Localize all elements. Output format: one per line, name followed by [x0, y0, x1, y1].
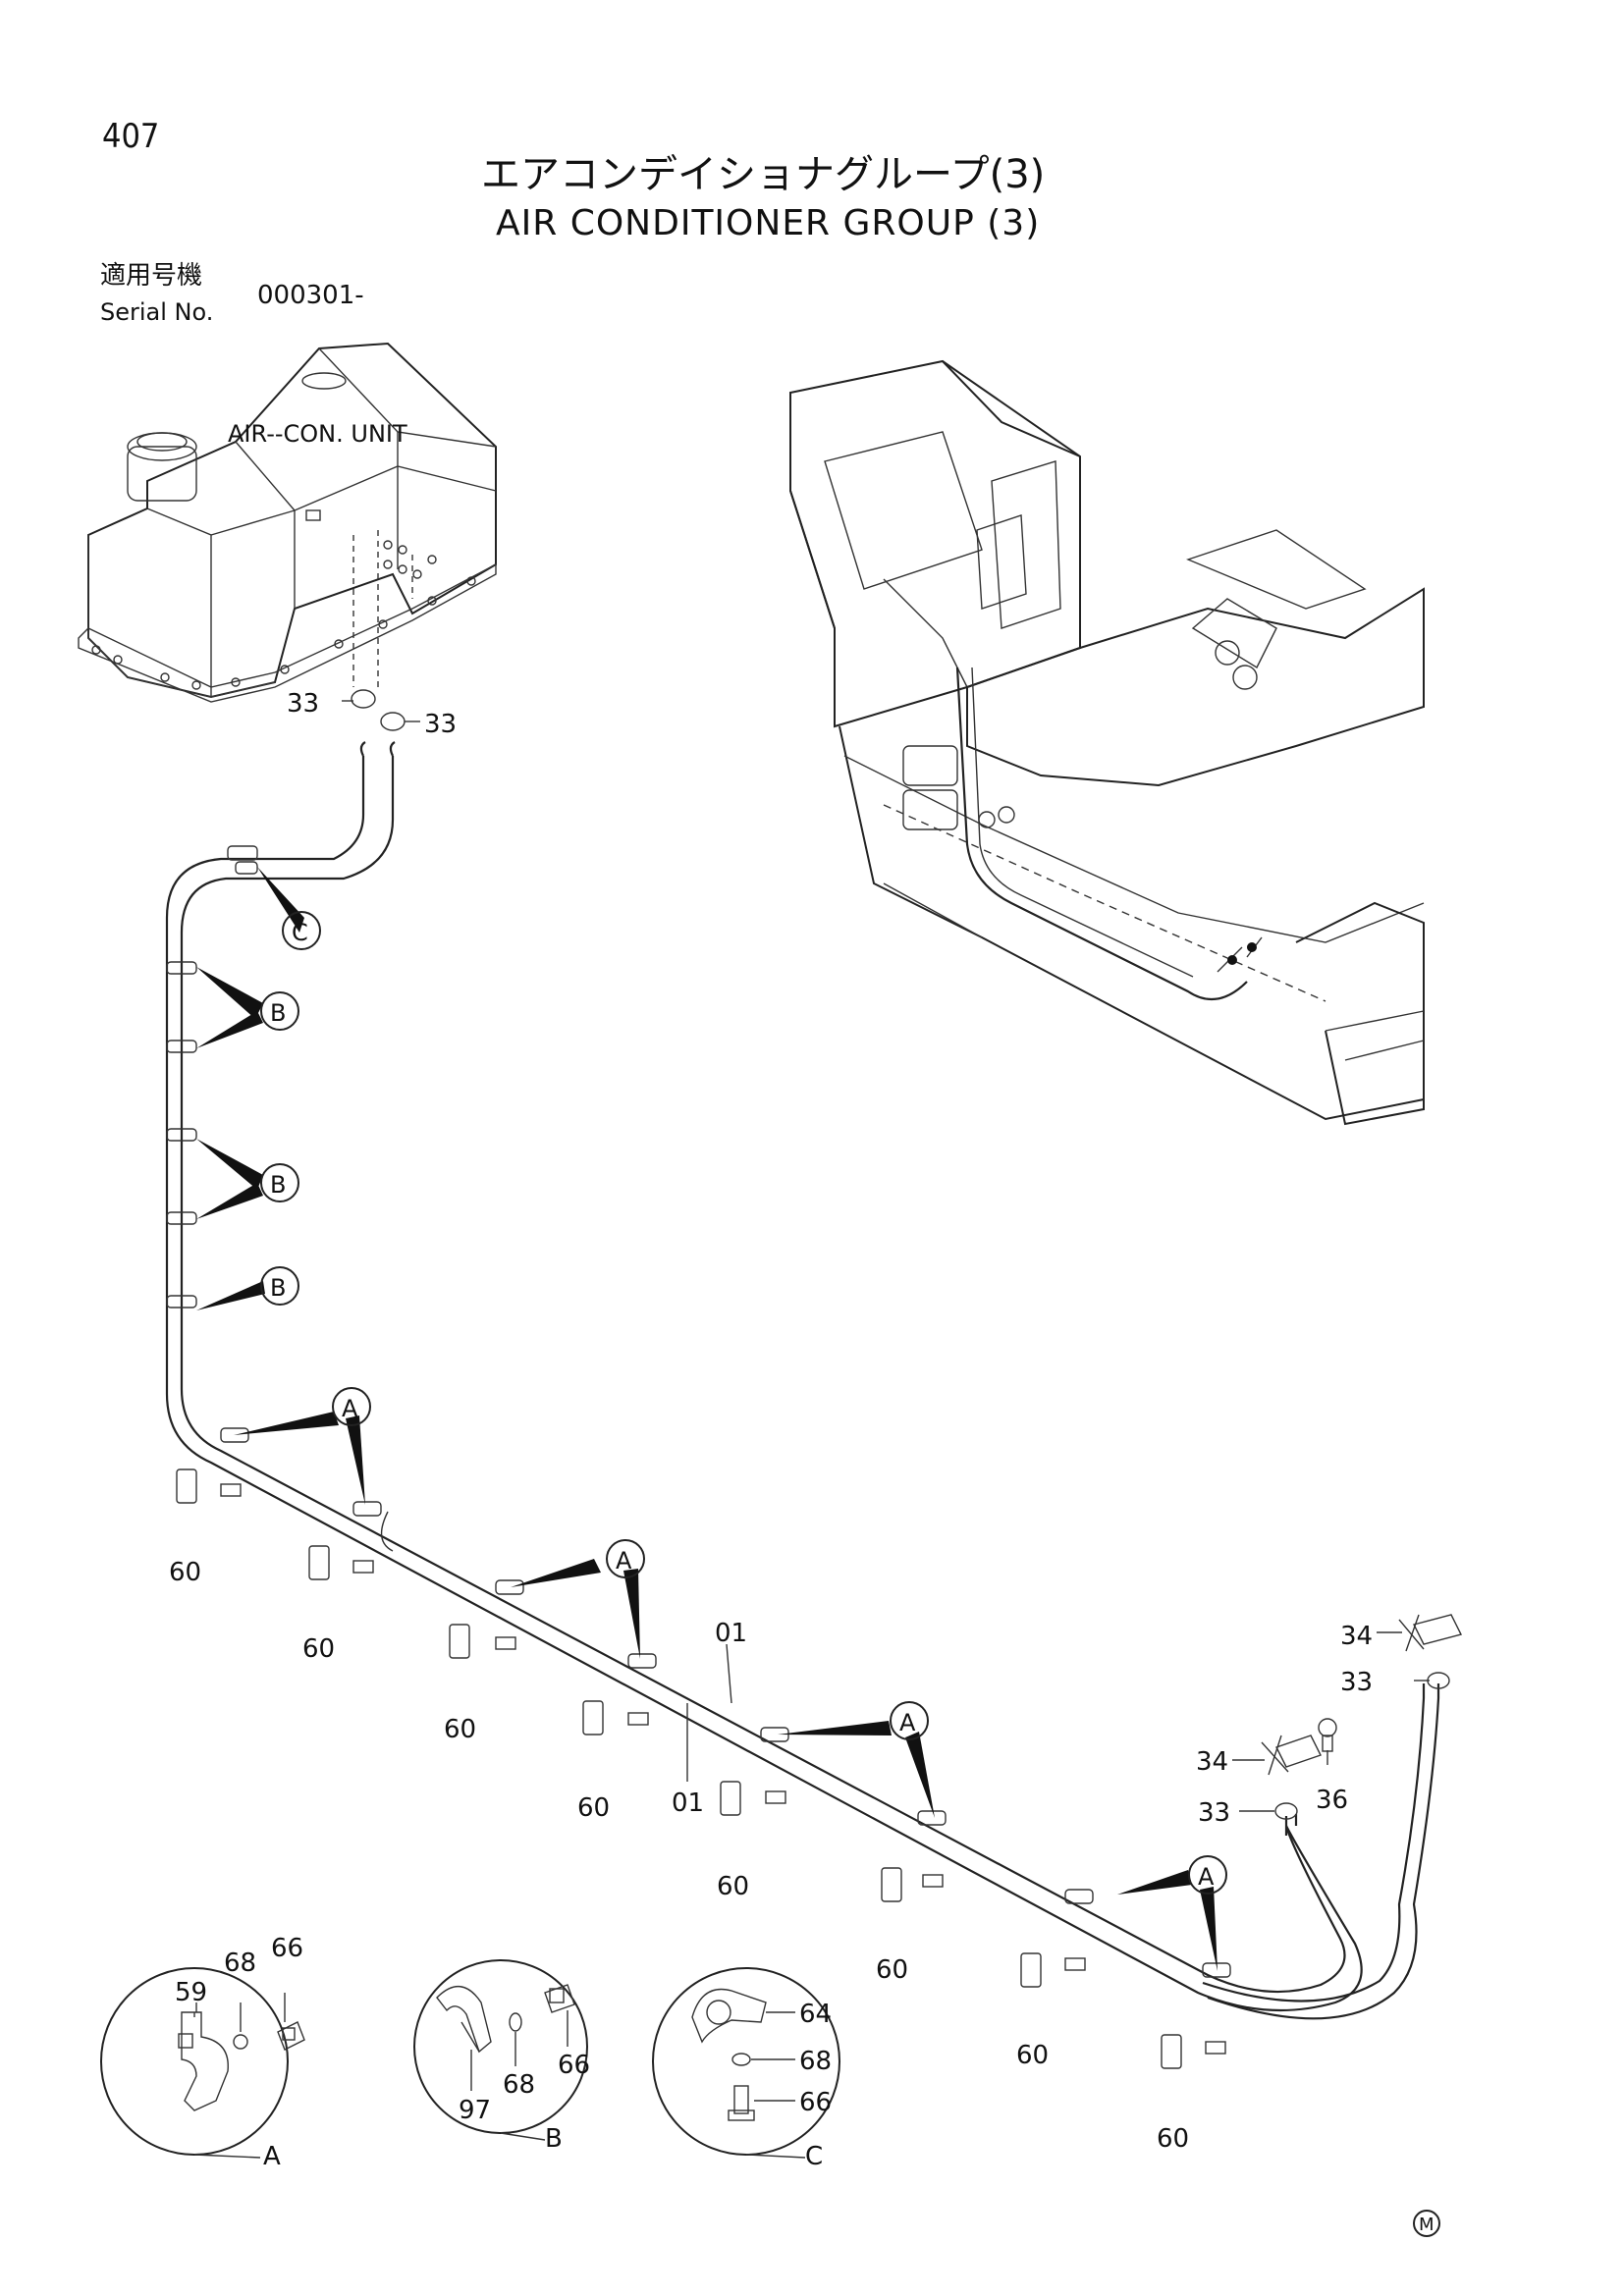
callout-33: 33 — [424, 710, 457, 739]
callout-66: 66 — [271, 1934, 303, 1963]
air-con-unit-label: AIR--CON. UNIT — [228, 420, 407, 448]
detail-c-label: C — [805, 2142, 823, 2171]
title-japanese: エアコンデイショナグループ(3) — [481, 152, 1046, 197]
callout-34: 34 — [1196, 1747, 1228, 1777]
callout-64: 64 — [799, 2000, 832, 2029]
detail-ref-a-pointer-4: A — [1198, 1863, 1215, 1891]
detail-ref-b-pointer-2: B — [270, 1171, 286, 1199]
callout-66: 66 — [799, 2088, 832, 2117]
detail-ref-a-pointer-2: A — [616, 1547, 632, 1575]
detail-c: 64 68 66 C — [652, 1967, 840, 2171]
callout-60: 60 — [169, 1558, 201, 1587]
detail-a: 59 68 66 A — [100, 1934, 305, 2171]
detail-ref-c-pointer: C — [292, 919, 308, 946]
callout-68: 68 — [503, 2070, 535, 2100]
maker-mark-letter: M — [1419, 2215, 1435, 2235]
callout-33: 33 — [287, 689, 319, 719]
port-fittings — [383, 540, 437, 579]
mounting-bolts — [91, 576, 476, 690]
serial-number-value: 000301- — [257, 281, 364, 310]
maker-mark: M — [1413, 2210, 1440, 2237]
machine-cab-drawing — [789, 359, 1425, 1126]
callout-33: 33 — [1340, 1668, 1373, 1697]
callout-60: 60 — [577, 1793, 610, 1823]
callout-36: 36 — [1316, 1786, 1348, 1815]
serial-label-english: Serial No. — [100, 298, 214, 326]
detail-a-label: A — [263, 2142, 281, 2171]
hose-routing — [165, 741, 1440, 2020]
title-english: AIR CONDITIONER GROUP (3) — [496, 203, 1041, 243]
detail-ref-b-pointer-1: B — [270, 999, 286, 1027]
callout-68: 68 — [799, 2047, 832, 2076]
detail-ref-b-pointer-3: B — [270, 1274, 286, 1302]
detail-ref-a-pointer-3: A — [899, 1709, 916, 1736]
leader-lines — [342, 700, 1430, 1812]
detail-b: 97 68 66 B — [413, 1959, 590, 2154]
detail-b-label: B — [545, 2124, 563, 2154]
page-number: 407 — [102, 117, 160, 156]
callout-60: 60 — [876, 1955, 908, 1985]
callout-60: 60 — [302, 1634, 335, 1664]
reference-pointers — [196, 867, 1218, 1971]
pipe-clamps — [166, 845, 1231, 1978]
callout-01: 01 — [672, 1789, 704, 1818]
callout-60: 60 — [717, 1872, 749, 1901]
fittings — [351, 689, 1463, 1820]
bolts — [220, 1483, 1226, 2055]
callout-97: 97 — [459, 2096, 491, 2125]
callout-66: 66 — [558, 2051, 590, 2080]
callout-59: 59 — [175, 1978, 207, 2007]
callout-01: 01 — [715, 1619, 747, 1648]
part-callouts: 33 33 34 33 34 36 33 01 01 60 60 60 60 6… — [169, 689, 1373, 2154]
callout-60: 60 — [1016, 2041, 1049, 2070]
serial-label-japanese: 適用号機 — [100, 261, 203, 291]
air-con-unit-drawing: AIR--CON. UNIT — [78, 342, 497, 703]
callout-33: 33 — [1198, 1798, 1230, 1828]
reference-circles: C B B B A A A A — [260, 911, 1227, 1895]
detail-ref-a-pointer-1: A — [342, 1395, 358, 1422]
callout-60: 60 — [444, 1715, 476, 1744]
callout-34: 34 — [1340, 1622, 1373, 1651]
callout-68: 68 — [224, 1949, 256, 1978]
pads-part-60 — [176, 1468, 1182, 2069]
callout-60: 60 — [1157, 2124, 1189, 2154]
